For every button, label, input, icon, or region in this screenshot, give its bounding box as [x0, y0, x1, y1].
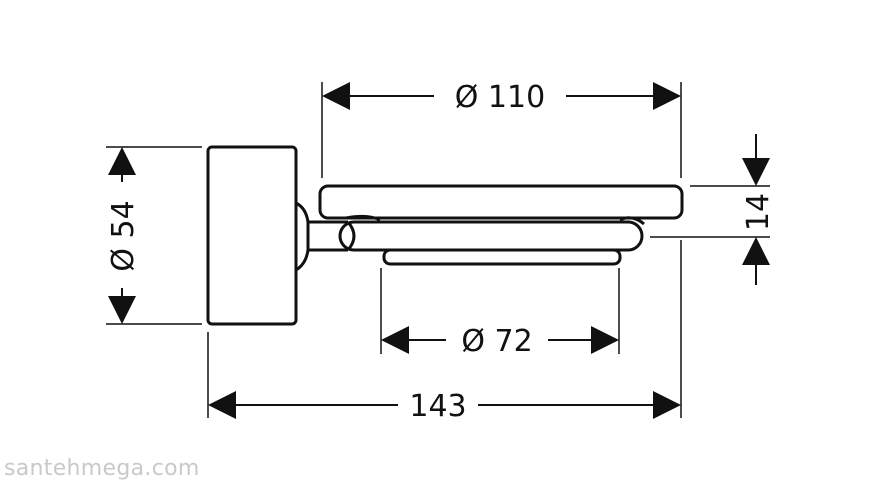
dim-total-projection-label: 143	[409, 389, 466, 424]
dim-inner-diameter: Ø 72	[380, 268, 620, 359]
dish-ring-arc-right	[619, 216, 645, 226]
dim-rosette-diameter: Ø 54	[106, 146, 202, 325]
dim-inner-diameter-label: Ø 72	[461, 324, 532, 359]
dish-ring-arc	[345, 214, 381, 222]
dim-total-projection: 143	[207, 240, 682, 424]
inner-dish-bottom	[382, 248, 622, 266]
holder-ring	[338, 220, 644, 252]
rosette-flange	[295, 201, 310, 272]
dim-dish-height: 14	[650, 134, 776, 285]
arm-joint	[346, 221, 356, 251]
holder-arm	[308, 220, 348, 252]
watermark-text: santehmega.com	[4, 456, 200, 481]
dim-dish-height-label: 14	[741, 193, 776, 231]
dim-rosette-diameter-label: Ø 54	[106, 200, 141, 271]
dim-outer-diameter-label: Ø 110	[455, 80, 545, 115]
dim-outer-diameter: Ø 110	[321, 80, 682, 178]
wall-rosette	[206, 145, 298, 326]
soap-dish-top	[318, 184, 684, 220]
